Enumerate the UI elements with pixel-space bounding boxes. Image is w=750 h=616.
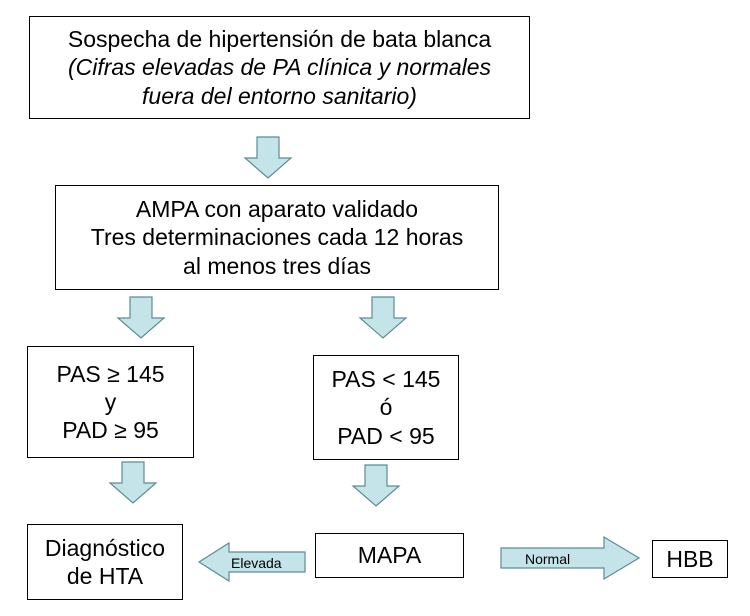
diagnosis-node: Diagnóstico de HTA bbox=[27, 524, 183, 600]
diagnosis-line1: Diagnóstico bbox=[44, 534, 166, 561]
ampa-line3: al menos tres días bbox=[183, 252, 371, 279]
hbb-label: HBB bbox=[666, 545, 714, 572]
mapa-node: MAPA bbox=[315, 533, 464, 578]
suspicion-subtitle-line1: (Cifras elevadas de PA clínica y normale… bbox=[67, 54, 492, 81]
suspicion-node: Sospecha de hipertensión de bata blanca … bbox=[29, 16, 530, 119]
high-bp-line1: PAS ≥ 145 bbox=[56, 360, 165, 387]
mapa-label: MAPA bbox=[357, 542, 422, 569]
arrow-down-suspicion-to-ampa bbox=[243, 136, 293, 179]
low-bp-node: PAS < 145 ó PAD < 95 bbox=[313, 355, 459, 460]
low-bp-line2: ó bbox=[379, 394, 393, 421]
normal-label: Normal bbox=[525, 551, 570, 567]
ampa-line2: Tres determinaciones cada 12 horas bbox=[90, 224, 464, 251]
arrow-left-elevated bbox=[197, 541, 306, 583]
arrow-down-ampa-to-high bbox=[116, 296, 166, 339]
high-bp-node: PAS ≥ 145 y PAD ≥ 95 bbox=[27, 346, 194, 458]
high-bp-line3: PAD ≥ 95 bbox=[62, 417, 159, 444]
hbb-node: HBB bbox=[652, 540, 728, 578]
low-bp-line1: PAS < 145 bbox=[331, 366, 441, 393]
arrow-down-high-to-diagnosis bbox=[108, 461, 158, 504]
ampa-node: AMPA con aparato validado Tres determina… bbox=[55, 185, 499, 290]
arrow-right-normal bbox=[500, 535, 641, 581]
suspicion-subtitle-line2: fuera del entorno sanitario) bbox=[142, 82, 417, 109]
suspicion-title: Sospecha de hipertensión de bata blanca bbox=[67, 26, 492, 53]
ampa-line1: AMPA con aparato validado bbox=[135, 196, 419, 223]
arrow-down-low-to-mapa bbox=[351, 464, 401, 507]
low-bp-line3: PAD < 95 bbox=[337, 422, 435, 449]
elevated-label: Elevada bbox=[231, 555, 282, 571]
arrow-down-ampa-to-low bbox=[358, 296, 408, 339]
high-bp-line2: y bbox=[104, 388, 117, 415]
diagnosis-line2: de HTA bbox=[66, 563, 144, 589]
